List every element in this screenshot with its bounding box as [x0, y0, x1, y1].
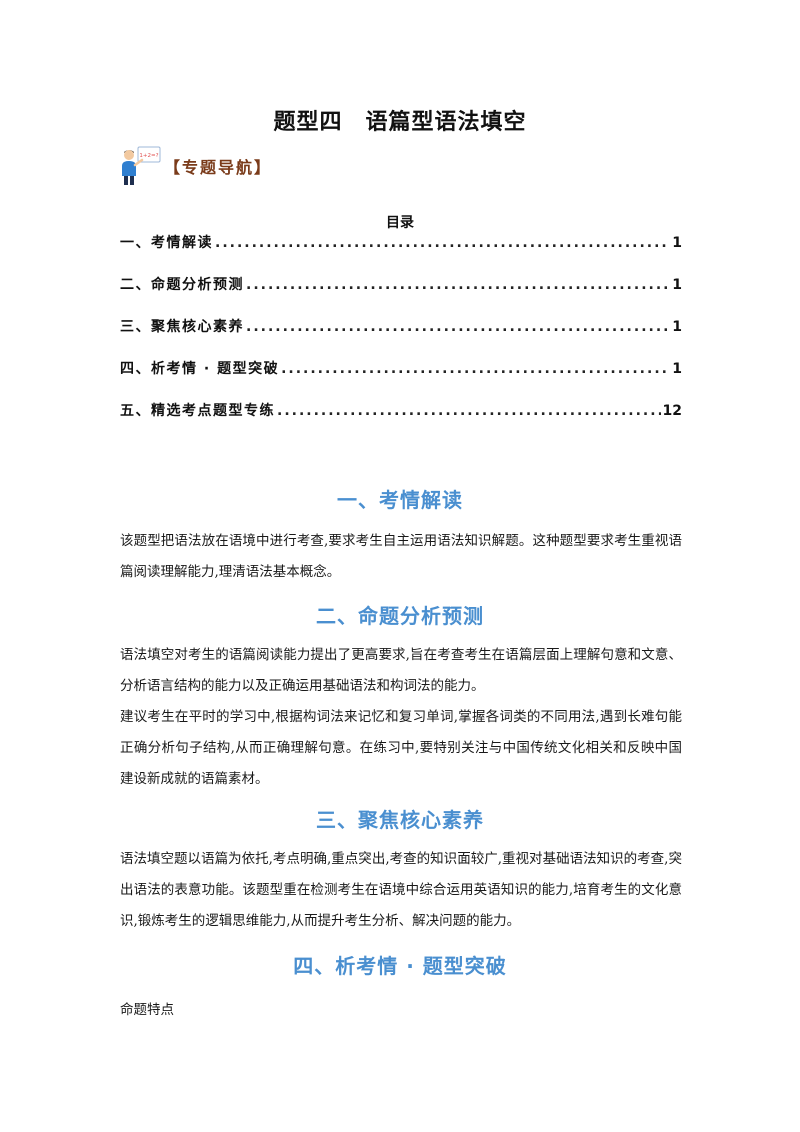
section-heading: 三、聚焦核心素养	[316, 808, 484, 832]
section-paragraph: 语法填空题以语篇为依托,考点明确,重点突出,考查的知识面较广,重视对基础语法知识…	[120, 851, 682, 929]
toc-entry[interactable]: 五、精选考点题型专练 .............................…	[120, 400, 682, 442]
toc-entry[interactable]: 二、命题分析预测 ...............................…	[120, 274, 682, 316]
section-paragraph: 语法填空对考生的语篇阅读能力提出了更高要求,旨在考查考生在语篇层面上理解句意和文…	[120, 647, 682, 694]
toc-leader-dots: ........................................…	[281, 361, 670, 377]
toc-heading: 目录	[386, 215, 414, 231]
toc-entry[interactable]: 四、析考情 · 题型突破 ...........................…	[120, 358, 682, 400]
toc-entry-label: 五、精选考点题型专练	[120, 403, 275, 419]
document-title: 题型四 语篇型语法填空	[273, 110, 527, 135]
toc-leader-dots: ........................................…	[215, 235, 670, 251]
section-paragraph: 该题型把语法放在语境中进行考查,要求考生自主运用语法知识解题。这种题型要求考生重…	[120, 533, 682, 580]
section-heading: 四、析考情 · 题型突破	[293, 954, 507, 978]
teacher-whiteboard-icon: 1+2=?	[122, 146, 161, 185]
topic-navigation-banner: 1+2=? 【专题导航】	[118, 146, 272, 186]
toc-entry-label: 三、聚焦核心素养	[120, 319, 244, 335]
table-of-contents: 一、考情解读 .................................…	[120, 232, 682, 442]
section-paragraph: 命题特点	[120, 1002, 174, 1018]
toc-entry-page: 1	[672, 235, 682, 251]
section-paragraph: 建议考生在平时的学习中,根据构词法来记忆和复习单词,掌握各词类的不同用法,遇到长…	[120, 709, 682, 787]
toc-entry-label: 二、命题分析预测	[120, 277, 244, 293]
section-heading: 二、命题分析预测	[316, 604, 484, 628]
toc-leader-dots: ........................................…	[246, 319, 671, 335]
toc-entry[interactable]: 一、考情解读 .................................…	[120, 232, 682, 274]
section-heading: 一、考情解读	[337, 488, 463, 512]
toc-entry-page: 1	[672, 277, 682, 293]
whiteboard-text: 1+2=?	[139, 153, 158, 159]
toc-entry-page: 1	[672, 319, 682, 335]
toc-leader-dots: ........................................…	[246, 277, 671, 293]
toc-entry-page: 1	[672, 361, 682, 377]
toc-leader-dots: ........................................…	[277, 403, 661, 419]
topic-navigation-label: 【专题导航】	[164, 158, 273, 177]
toc-entry-label: 一、考情解读	[120, 235, 213, 251]
toc-entry-label: 四、析考情 · 题型突破	[120, 361, 280, 377]
toc-entry[interactable]: 三、聚焦核心素养 ...............................…	[120, 316, 682, 358]
toc-entry-page: 12	[662, 403, 682, 419]
